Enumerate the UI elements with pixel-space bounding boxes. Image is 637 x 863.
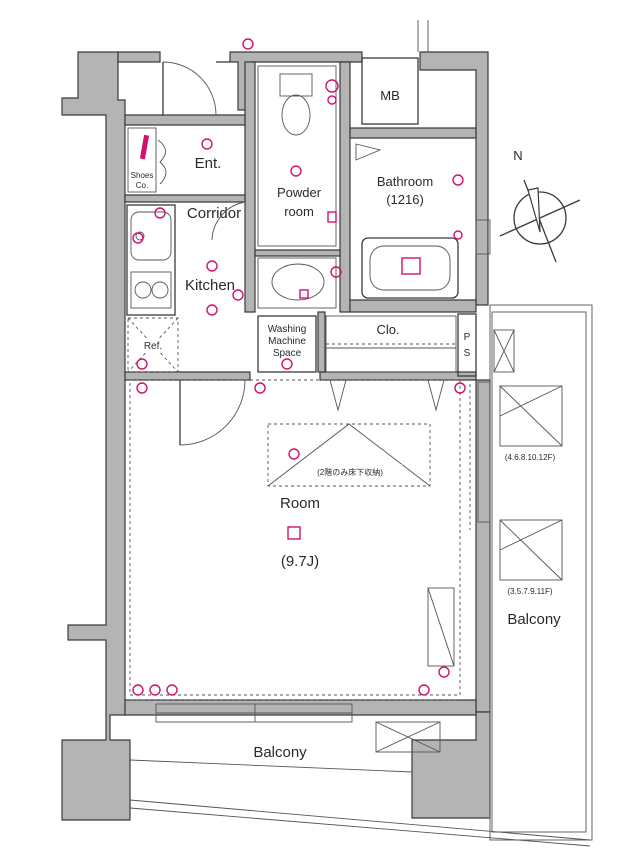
kitchen-label: Kitchen bbox=[185, 277, 235, 294]
bottom-balcony bbox=[129, 721, 591, 847]
ps-label-2: S bbox=[464, 348, 471, 359]
washing-label-1: Washing bbox=[268, 324, 307, 335]
balcony-bottom-label: Balcony bbox=[253, 744, 307, 761]
side-balcony: (4.6.8.10.12F) (3.5.7.9.11F) bbox=[489, 304, 593, 841]
compass-icon: N bbox=[499, 148, 581, 263]
bathroom bbox=[355, 143, 491, 299]
powder-label-2: room bbox=[284, 204, 314, 219]
storage-note: (2階のみ床下収納) bbox=[317, 467, 383, 477]
ceiling-light-icon bbox=[201, 138, 213, 150]
pipe-space: P S bbox=[457, 313, 477, 377]
exterior-walls bbox=[61, 51, 491, 821]
powder-label-1: Powder bbox=[277, 185, 322, 200]
ps-label-1: P bbox=[464, 332, 471, 343]
ref-label: Ref. bbox=[144, 341, 162, 352]
washing-machine-space: Washing Machine Space bbox=[257, 315, 317, 373]
room-size: (9.7J) bbox=[281, 553, 319, 570]
bathroom-label: Bathroom bbox=[377, 174, 433, 189]
meter-box: MB bbox=[361, 57, 419, 125]
doorbell-icon bbox=[242, 38, 254, 50]
entrance-label: Ent. bbox=[195, 155, 222, 172]
corridor-label: Corridor bbox=[187, 205, 241, 222]
main-room: (2階のみ床下収納) bbox=[129, 379, 466, 701]
shoes-closet: Shoes Co. bbox=[127, 127, 167, 193]
room-door bbox=[179, 379, 266, 446]
washing-label-2: Machine bbox=[268, 336, 306, 347]
shoes-label-2: Co. bbox=[136, 181, 148, 190]
room-label: Room bbox=[280, 495, 320, 512]
bottom-window bbox=[155, 703, 353, 723]
compass-north: N bbox=[513, 148, 522, 163]
bathroom-size: (1216) bbox=[386, 192, 424, 207]
window-floors-upper: (4.6.8.10.12F) bbox=[505, 453, 556, 462]
powder-room bbox=[257, 65, 342, 309]
washing-label-3: Space bbox=[273, 348, 302, 359]
mb-label: MB bbox=[380, 88, 400, 103]
closet-label: Clo. bbox=[376, 322, 399, 337]
entrance-door bbox=[162, 61, 230, 116]
window-floors-lower: (3.5.7.9.11F) bbox=[507, 587, 553, 596]
closet bbox=[325, 315, 457, 412]
shoes-label-1: Shoes bbox=[131, 171, 154, 180]
refrigerator-space: Ref. bbox=[127, 317, 179, 373]
kitchen-counter bbox=[126, 204, 176, 316]
balcony-side-label: Balcony bbox=[507, 611, 561, 628]
